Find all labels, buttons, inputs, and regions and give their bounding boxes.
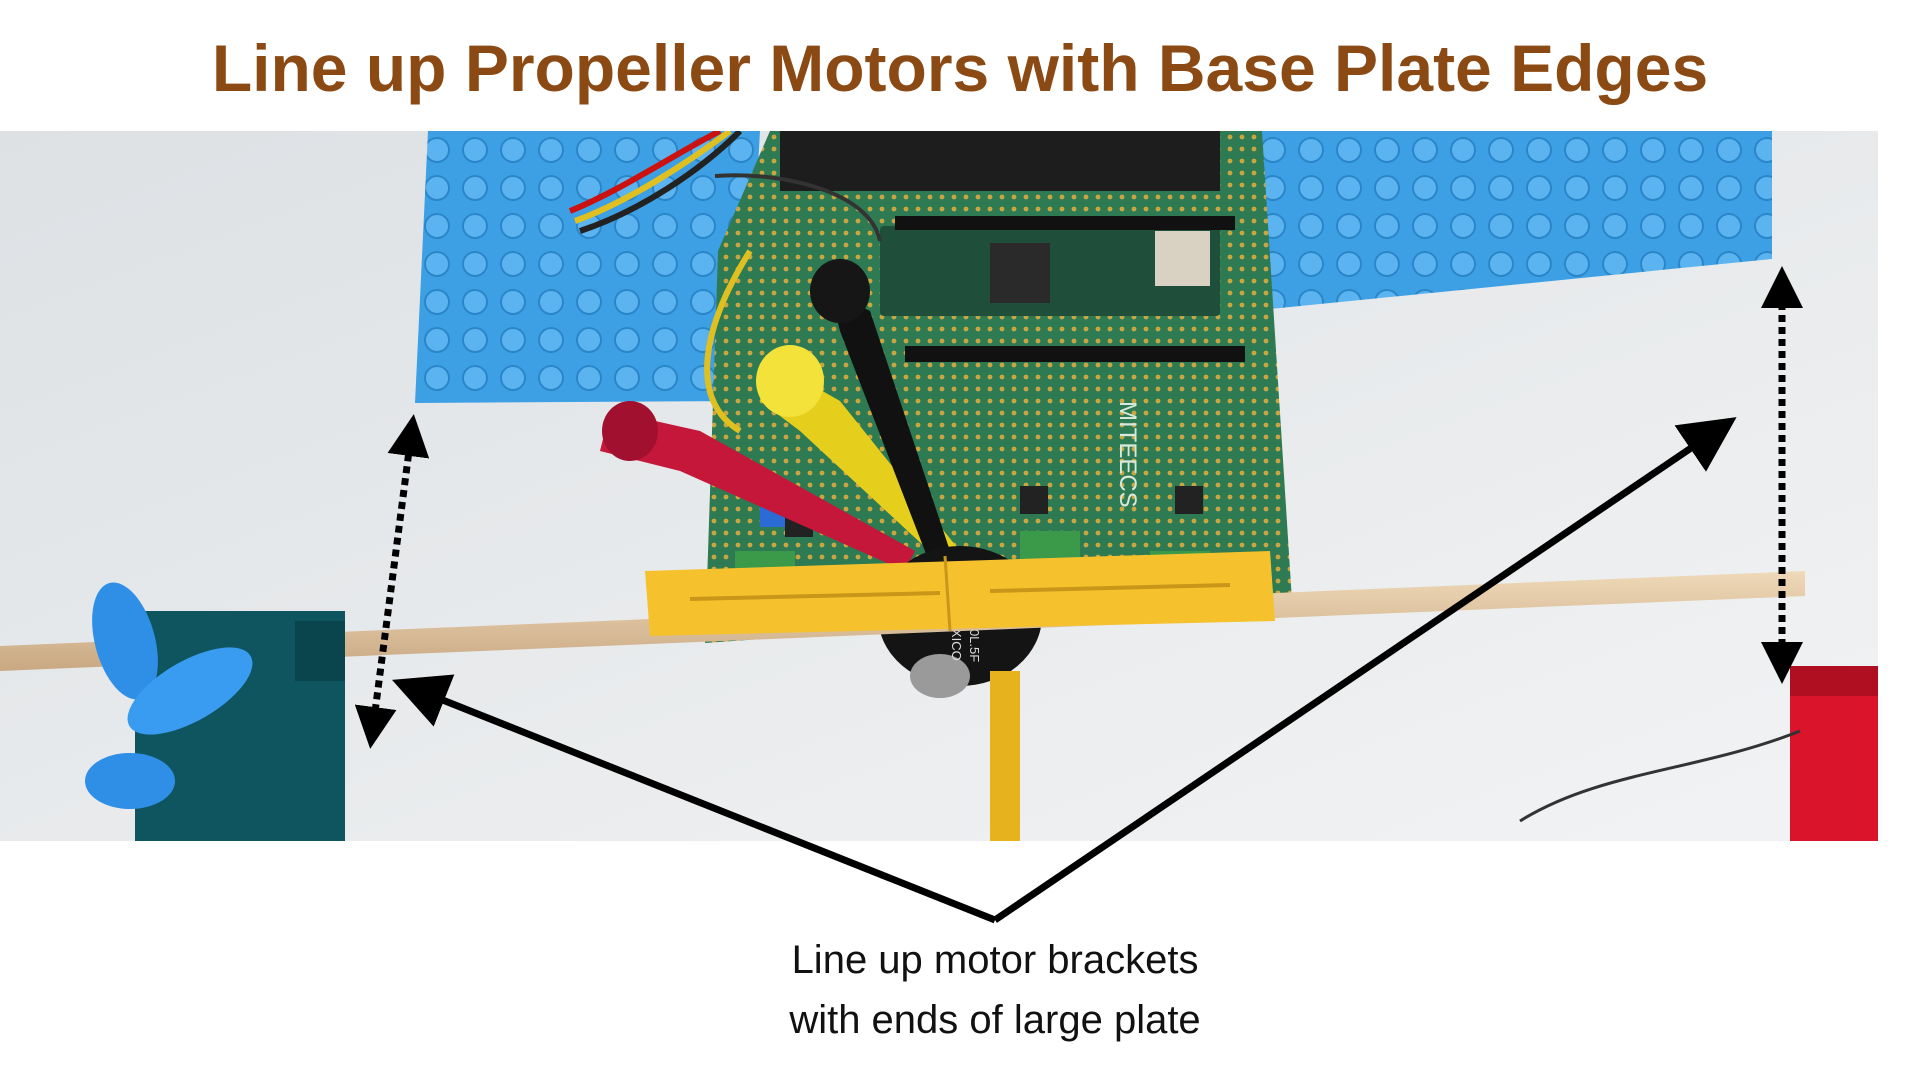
right-motor-bracket [1790,666,1878,841]
caption-line-2: with ends of large plate [789,998,1201,1042]
slide-title: Line up Propeller Motors with Base Plate… [211,31,1709,105]
left-base-plate [415,131,760,403]
left-propeller [85,582,253,809]
wires [568,131,882,434]
caption-line-1: Line up motor brackets [791,938,1199,982]
assembly-photo: MITEECS 6127V1A360L.5F BI 2204 MEXICO [0,131,1878,841]
right-base-plate [1250,131,1772,311]
caption: Line up motor brackets with ends of larg… [680,930,1310,1050]
test-clips [600,259,960,571]
board-label: MITEECS [1114,401,1141,508]
